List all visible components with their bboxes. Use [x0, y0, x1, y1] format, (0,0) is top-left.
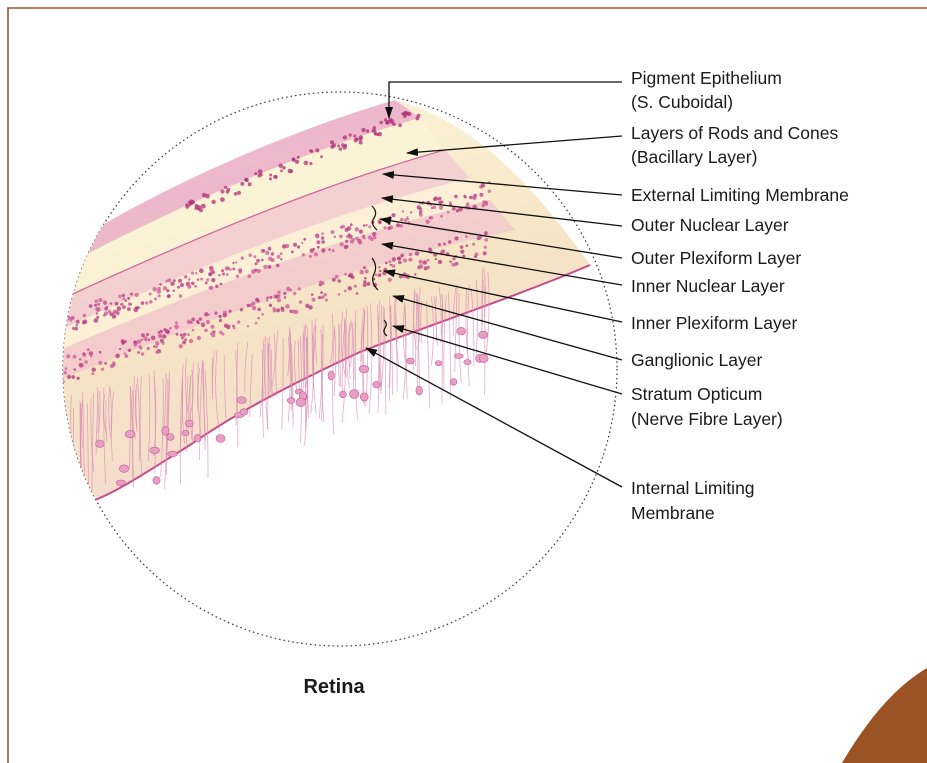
label-pigment-epithelium: Pigment Epithelium (S. Cuboidal) [631, 68, 787, 112]
labels: Pigment Epithelium (S. Cuboidal) Layers … [631, 68, 849, 523]
label-outer-nuclear-layer: Outer Nuclear Layer [631, 215, 789, 235]
label-internal-limiting-membrane: Internal Limiting Membrane [631, 478, 759, 523]
label-rods-cones: Layers of Rods and Cones (Bacillary Laye… [631, 123, 843, 167]
label-ganglionic-layer: Ganglionic Layer [631, 350, 762, 370]
label-outer-plexiform-layer: Outer Plexiform Layer [631, 248, 801, 268]
figure-caption: Retina [303, 676, 365, 698]
retina-section [59, 100, 591, 512]
label-inner-nuclear-layer: Inner Nuclear Layer [631, 276, 785, 296]
label-inner-plexiform-layer: Inner Plexiform Layer [631, 313, 797, 333]
label-external-limiting-membrane: External Limiting Membrane [631, 185, 849, 205]
leader-internal-limiting-membrane [366, 348, 622, 487]
label-stratum-opticum: Stratum Opticum (Nerve Fibre Layer) [631, 384, 783, 429]
leader-stratum-opticum [393, 326, 622, 394]
corner-accent [842, 668, 927, 763]
